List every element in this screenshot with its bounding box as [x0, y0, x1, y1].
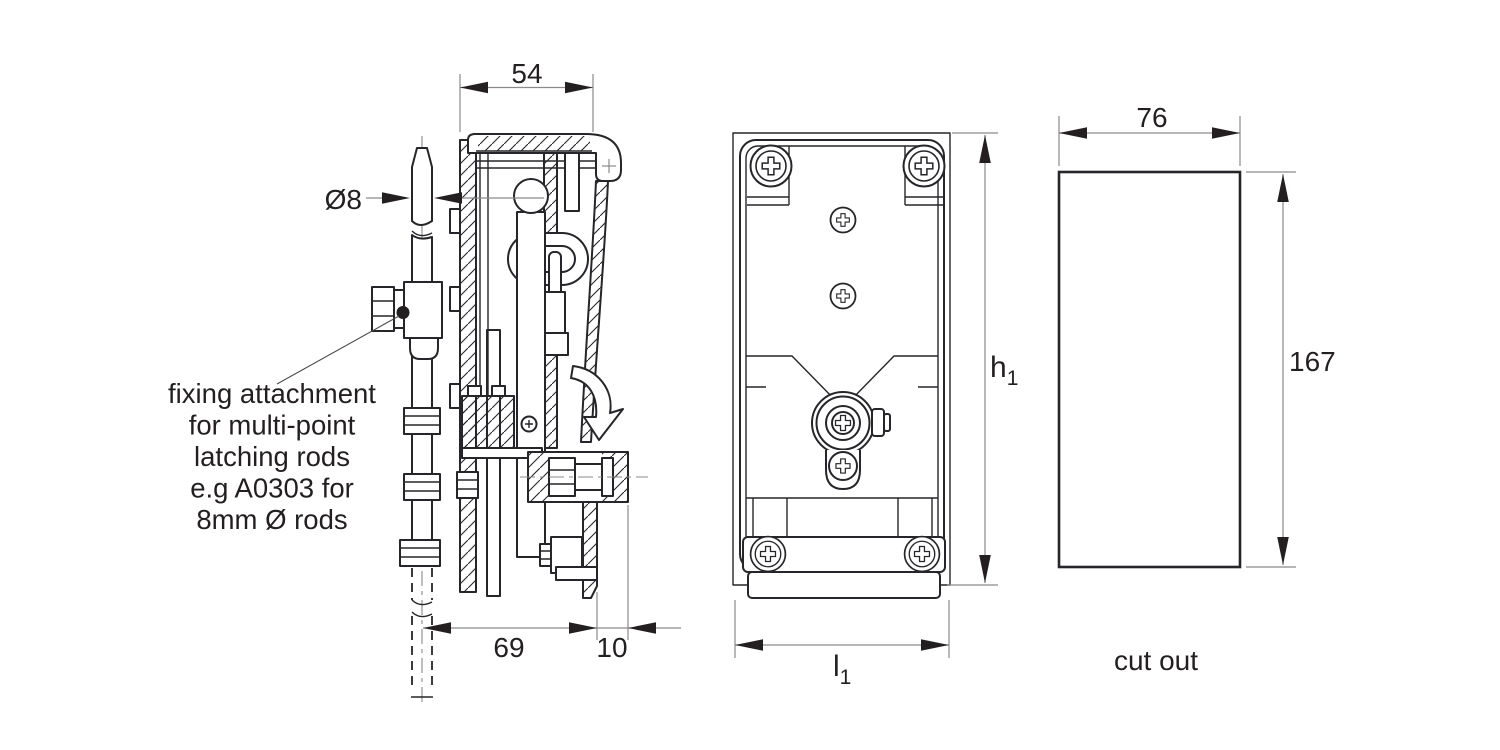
bottom-plate [747, 571, 941, 599]
rod-connector-nut [399, 539, 441, 567]
dim-offset-label: 69 [493, 632, 524, 663]
dim-length-l1: l1 [734, 600, 950, 689]
front-backplate [732, 132, 951, 586]
screw-icon [751, 537, 786, 572]
link-rod [548, 251, 562, 297]
side-view: fixing attachment for multi-point latchi… [168, 58, 681, 706]
dim-cutout-width: 76 [1058, 102, 1241, 166]
fixing-attachment [371, 281, 443, 360]
lever-guide [564, 152, 580, 212]
bracket-foot [539, 501, 598, 599]
lever-knob [513, 178, 549, 214]
dim-rod-diameter-label: Ø8 [325, 184, 362, 215]
rod-hidden-extension [411, 568, 433, 698]
cutout-view: 76 167 cut out [1057, 102, 1336, 676]
rod-connector-nut [403, 473, 441, 501]
dim-length-label: l1 [833, 650, 851, 689]
screw-icon [831, 208, 856, 233]
front-view: h1 l1 [732, 132, 1018, 689]
dim-rod-diameter: Ø8 [325, 184, 544, 215]
dim-height-label: h1 [990, 351, 1018, 390]
weld-stud [449, 208, 461, 234]
screw-icon [905, 537, 940, 572]
note-line-4: e.g A0303 for [190, 473, 354, 504]
dim-cutout-height-label: 167 [1289, 346, 1336, 377]
reference-cross-icon [602, 159, 616, 173]
cutout-rect [1057, 170, 1242, 569]
note-line-2: for multi-point [189, 410, 356, 441]
weld-stud [449, 286, 461, 312]
attachment-body [403, 281, 443, 339]
screw-icon [831, 284, 856, 309]
dim-width-54: 54 [459, 58, 594, 132]
lock-cylinder [811, 391, 891, 455]
mounting-bolt-block [520, 451, 648, 503]
note-line-3: latching rods [194, 441, 350, 472]
latching-rod [399, 147, 441, 698]
weld-stud [449, 383, 461, 409]
note-leader-line [276, 315, 400, 385]
lower-screw-tab [825, 450, 861, 490]
attachment-note: fixing attachment for multi-point latchi… [168, 378, 376, 535]
rotation-arrow-icon [570, 365, 624, 441]
dim-cutout-width-label: 76 [1136, 102, 1167, 133]
note-line-5: 8mm Ø rods [196, 504, 347, 535]
dim-depth-10: 10 [596, 622, 656, 663]
cap-hatch [478, 136, 590, 151]
lever-bar [516, 211, 546, 558]
screw-icon [751, 146, 792, 187]
screw-icon [904, 146, 945, 187]
dim-depth-label: 10 [596, 632, 627, 663]
bottom-guides [746, 497, 938, 537]
rod-connector-nut [403, 407, 441, 435]
rod-guide-plate [486, 329, 501, 597]
leader-dot [396, 306, 410, 319]
dim-width-label: 54 [511, 58, 542, 89]
cutout-caption: cut out [1114, 645, 1198, 676]
door-panel [449, 139, 477, 593]
note-line-1: fixing attachment [168, 378, 376, 409]
dim-cutout-height: 167 [1246, 171, 1336, 568]
latch-guide-lines [746, 355, 938, 402]
dim-offset-69: 69 [423, 505, 681, 663]
guide-block [456, 385, 543, 499]
dim-height-h1: h1 [947, 132, 1018, 586]
